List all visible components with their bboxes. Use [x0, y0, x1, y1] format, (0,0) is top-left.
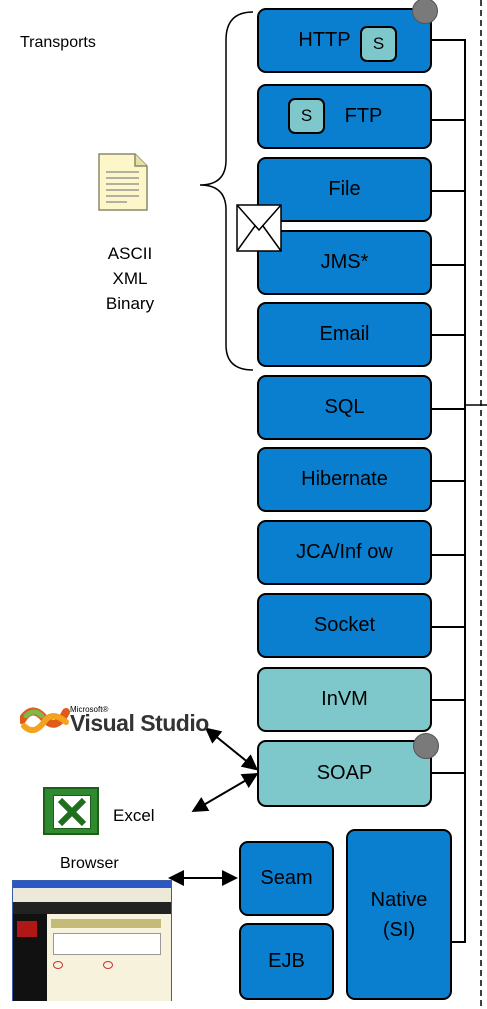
hibernate-label: Hibernate	[301, 468, 388, 490]
http-secure-badge: S	[360, 26, 397, 62]
transports-brace	[199, 11, 254, 371]
document-icon	[98, 153, 148, 211]
visual-studio-small-label: Microsoft®	[70, 705, 109, 714]
http-status-dot	[412, 0, 438, 24]
browser-screenshot	[12, 880, 172, 1001]
payload-types: ASCII XML Binary	[100, 241, 160, 316]
soap-status-dot	[413, 733, 439, 759]
payload-binary: Binary	[105, 294, 155, 313]
http-box: HTTP	[257, 8, 432, 73]
soap-box: SOAP	[257, 740, 432, 807]
excel-label: Excel	[113, 806, 155, 825]
native-si-label: (SI)	[382, 918, 416, 941]
native-label: Native	[370, 888, 428, 911]
seam-label: Seam	[260, 867, 313, 889]
email-box: Email	[257, 302, 432, 367]
excel-icon	[43, 787, 99, 835]
browser-label: Browser	[60, 855, 119, 872]
ftp-secure-badge: S	[288, 98, 325, 134]
sql-box: SQL	[257, 375, 432, 440]
native-box: Native (SI)	[346, 829, 452, 1000]
buy-logo-icon	[17, 921, 37, 937]
envelope-icon	[236, 204, 282, 252]
hibernate-box: Hibernate	[257, 447, 432, 512]
http-label: HTTP	[298, 29, 351, 51]
excel-arrow	[191, 772, 259, 813]
ejb-box: EJB	[239, 923, 334, 1000]
email-label: Email	[319, 323, 370, 345]
transports-label: Transports	[20, 34, 96, 51]
file-box: File	[257, 157, 432, 222]
http-secure-label: S	[372, 34, 385, 53]
payload-xml: XML	[112, 269, 148, 288]
socket-label: Socket	[313, 614, 376, 636]
file-label: File	[328, 178, 361, 200]
jca-box: JCA/Inf ow	[257, 520, 432, 585]
payload-ascii: ASCII	[107, 244, 153, 263]
jms-box: JMS*	[257, 230, 432, 295]
socket-box: Socket	[257, 593, 432, 658]
ejb-label: EJB	[268, 950, 305, 972]
invm-box: InVM	[257, 667, 432, 732]
seam-box: Seam	[239, 841, 334, 916]
ftp-label: FTP	[344, 105, 383, 127]
visual-studio-logo-icon	[20, 707, 70, 734]
visual-studio-arrow	[204, 727, 259, 771]
ftp-box: FTP	[257, 84, 432, 149]
ftp-secure-label: S	[300, 106, 313, 125]
soap-label: SOAP	[316, 762, 373, 784]
jca-label: JCA/Inf ow	[296, 541, 393, 563]
jms-label: JMS*	[320, 251, 369, 273]
sql-label: SQL	[324, 396, 365, 418]
visual-studio-label: Visual Studio	[70, 710, 209, 736]
invm-label: InVM	[321, 688, 368, 710]
